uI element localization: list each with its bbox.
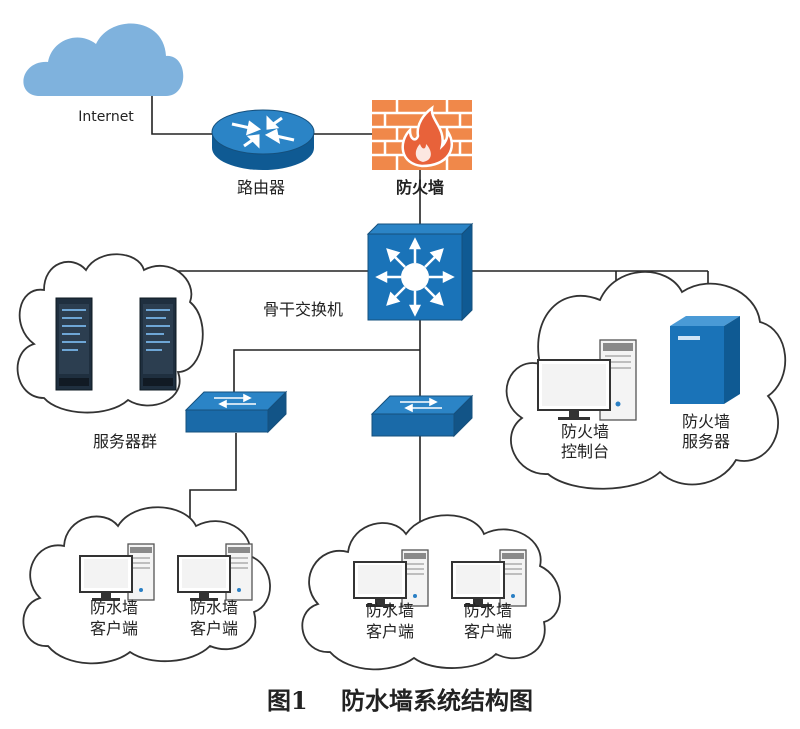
firewall-console: 防火墙 控制台 xyxy=(537,339,637,461)
backbone-switch-label: 骨干交换机 xyxy=(263,300,343,319)
client-3-label-line1: 防水墙 xyxy=(366,601,414,620)
firewall: 防火墙 xyxy=(372,100,472,197)
client-cloud-right-outline xyxy=(301,514,561,671)
server-cluster: 服务器群 xyxy=(16,253,204,451)
desktop-pc-icon xyxy=(537,359,611,420)
client-4: 防水墙 客户端 xyxy=(451,549,527,641)
router-icon xyxy=(211,109,315,170)
client-1: 防水墙 客户端 xyxy=(79,543,155,638)
firewall-label: 防火墙 xyxy=(396,178,444,197)
client-cloud-right: 防水墙 客户端 防水墙 客户端 xyxy=(301,514,561,671)
client-4-label-line1: 防水墙 xyxy=(464,601,512,620)
firewall-console-label-line2: 控制台 xyxy=(561,442,609,461)
client-4-label-line2: 客户端 xyxy=(464,622,512,641)
rack-server-icon xyxy=(55,297,93,391)
firewall-server-label-line1: 防火墙 xyxy=(682,412,730,431)
internet-cloud: Internet xyxy=(23,23,184,125)
client-cloud-left: 防水墙 客户端 防水墙 客户端 xyxy=(22,506,271,665)
client-2-label-line1: 防水墙 xyxy=(190,598,238,617)
client-2: 防水墙 客户端 xyxy=(177,543,253,638)
client-1-label-line2: 客户端 xyxy=(90,619,138,638)
router-label: 路由器 xyxy=(237,178,285,197)
backbone-switch: 骨干交换机 xyxy=(263,222,474,322)
firewall-server-label-line2: 服务器 xyxy=(682,432,730,451)
firewall-console-label-line1: 防火墙 xyxy=(561,422,609,441)
client-1-label-line1: 防水墙 xyxy=(90,598,138,617)
firewall-server: 防火墙 服务器 xyxy=(670,316,740,451)
rack-server-icon xyxy=(139,297,177,391)
client-3-label-line2: 客户端 xyxy=(366,622,414,641)
client-3: 防水墙 客户端 xyxy=(353,549,429,641)
firewall-management-cloud: 防火墙 控制台 防火墙 服务器 xyxy=(505,271,787,490)
tower-server-icon xyxy=(670,316,740,404)
cloud-icon xyxy=(23,23,184,97)
server-cluster-label: 服务器群 xyxy=(93,432,157,451)
core-switch-icon xyxy=(366,222,474,322)
internet-label: Internet xyxy=(78,109,134,125)
workgroup-switch-left xyxy=(185,391,287,433)
figure-caption: 图1 防水墙系统结构图 xyxy=(267,686,533,715)
client-2-label-line2: 客户端 xyxy=(190,619,238,638)
router: 路由器 xyxy=(211,109,315,197)
firewall-icon xyxy=(372,100,472,170)
workgroup-switch-right xyxy=(371,395,473,437)
